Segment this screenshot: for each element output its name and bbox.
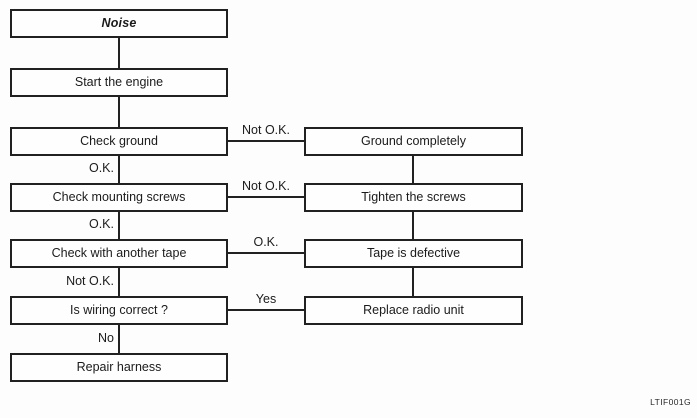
node-is-wiring-correct: Is wiring correct ? — [10, 296, 228, 325]
connector-wiring-to-replace-radio — [228, 309, 304, 311]
node-check-ground: Check ground — [10, 127, 228, 156]
node-check-mounting-screws: Check mounting screws — [10, 183, 228, 212]
edge-label-ground-not-ok: Not O.K. — [242, 123, 290, 137]
node-replace-radio-unit: Replace radio unit — [304, 296, 523, 325]
node-repair-harness: Repair harness — [10, 353, 228, 382]
edge-label-ground-ok: O.K. — [88, 161, 114, 175]
connector-tape-defective-to-replace — [412, 268, 414, 296]
connector-tighten-to-tape-defective — [412, 212, 414, 239]
connector-another-tape-to-wiring — [118, 268, 120, 296]
edge-label-wiring-no: No — [98, 331, 114, 345]
edge-label-wiring-yes: Yes — [255, 292, 277, 306]
node-start-engine: Start the engine — [10, 68, 228, 97]
connector-check-ground-to-mounting — [118, 156, 120, 183]
edge-label-tape-ok: O.K. — [253, 235, 279, 249]
figure-code: LTIF001G — [650, 397, 691, 407]
connector-noise-to-start-engine — [118, 38, 120, 68]
connector-ground-completely-to-tighten — [412, 156, 414, 183]
edge-label-tape-not-ok: Not O.K. — [66, 274, 114, 288]
connector-another-tape-to-tape-defective — [228, 252, 304, 254]
connector-start-engine-to-check-ground — [118, 97, 120, 127]
connector-mounting-to-tighten-screws — [228, 196, 304, 198]
node-tighten-the-screws: Tighten the screws — [304, 183, 523, 212]
node-noise: Noise — [10, 9, 228, 38]
node-ground-completely: Ground completely — [304, 127, 523, 156]
connector-check-ground-to-ground-completely — [228, 140, 304, 142]
node-check-with-another-tape: Check with another tape — [10, 239, 228, 268]
node-tape-is-defective: Tape is defective — [304, 239, 523, 268]
edge-label-screws-ok: O.K. — [88, 217, 114, 231]
edge-label-screws-not-ok: Not O.K. — [242, 179, 290, 193]
connector-mounting-to-another-tape — [118, 212, 120, 239]
connector-wiring-to-repair-harness — [118, 325, 120, 353]
